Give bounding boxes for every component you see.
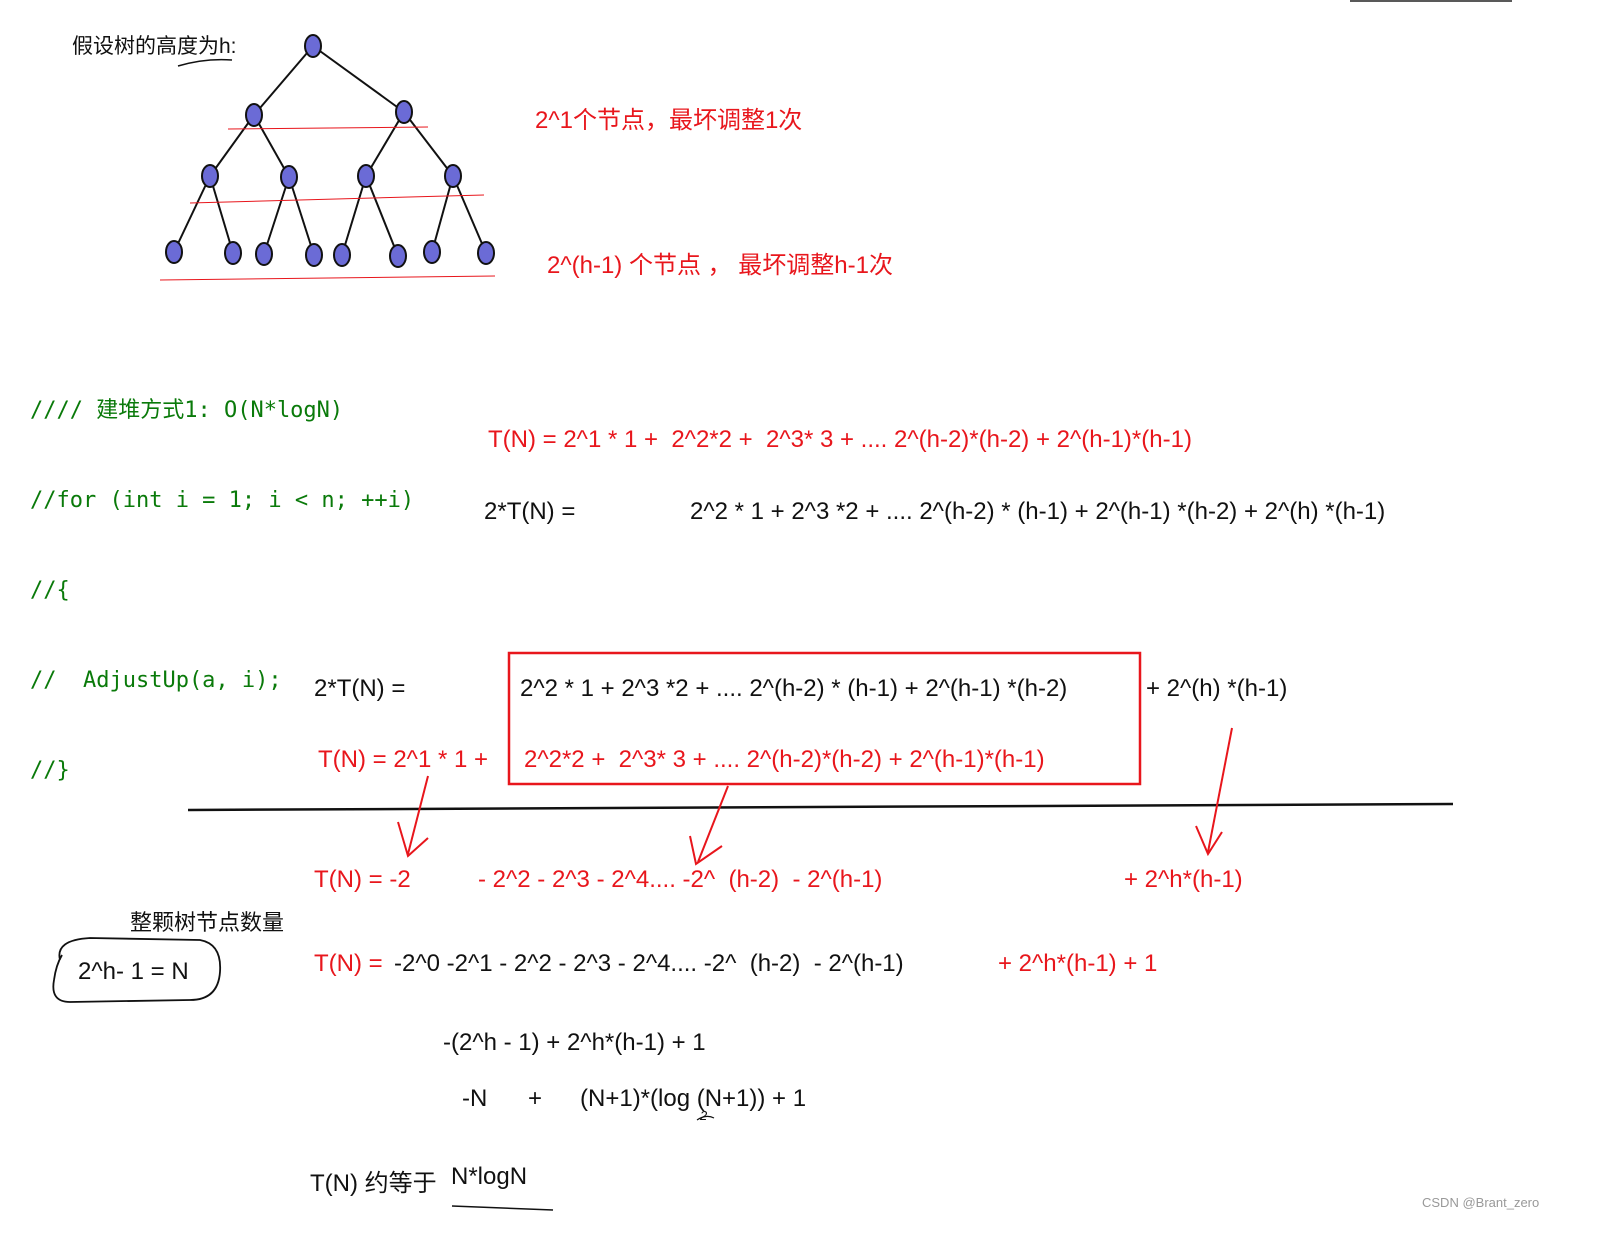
full-red-terms: + 2^h*(h-1) + 1 xyxy=(998,950,1158,977)
sub-t-boxed: 2^2*2 + 2^3* 3 + .... 2^(h-2)*(h-2) + 2^… xyxy=(524,746,1045,773)
down-arrow xyxy=(1195,727,1233,857)
tree-edge xyxy=(288,176,315,256)
sub-two-t-tail: + 2^(h) *(h-1) xyxy=(1146,675,1288,702)
code-line: // AdjustUp(a, i); xyxy=(30,668,282,693)
result-lhs: T(N) = -2 xyxy=(314,866,411,893)
tree-edge xyxy=(403,111,454,177)
two-t-n-label: 2*T(N) = xyxy=(484,498,576,525)
tree-edge xyxy=(431,175,454,253)
full-black-terms: -2^0 -2^1 - 2^2 - 2^3 - 2^4.... -2^ (h-2… xyxy=(394,950,904,977)
tree-node xyxy=(305,243,323,267)
subtraction-line xyxy=(187,802,1454,812)
conclusion-value: N*logN xyxy=(451,1163,528,1190)
code-line: //for (int i = 1; i < n; ++i) xyxy=(30,488,415,513)
code-line: //// 建堆方式1: O(N*logN) xyxy=(30,398,344,423)
tree-node xyxy=(255,242,273,266)
tree-edge xyxy=(209,114,255,177)
tree-node xyxy=(389,244,407,268)
down-arrow xyxy=(689,785,729,866)
sub-t-prefix: T(N) = 2^1 * 1 + xyxy=(318,746,488,773)
code-line: //{ xyxy=(30,578,70,603)
tree-height-title: 假设树的高度为h: xyxy=(72,35,237,58)
level-divider xyxy=(159,275,496,281)
result-middle: - 2^2 - 2^3 - 2^4.... -2^ (h-2) - 2^(h-1… xyxy=(478,866,883,893)
tree-node xyxy=(395,100,413,124)
sub-two-t-boxed: 2^2 * 1 + 2^3 *2 + .... 2^(h-2) * (h-1) … xyxy=(520,675,1068,702)
conclusion-underline xyxy=(451,1205,554,1211)
node-count-formula: 2^h- 1 = N xyxy=(78,958,189,985)
simplify-step-1: -(2^h - 1) + 2^h*(h-1) + 1 xyxy=(443,1029,706,1056)
tree-edge xyxy=(173,175,211,253)
code-line: //} xyxy=(30,758,70,783)
tree-node xyxy=(444,164,462,188)
tree-node xyxy=(333,243,351,267)
tree-node xyxy=(224,241,242,265)
highlight-box xyxy=(507,651,1142,786)
tree-node xyxy=(477,241,495,265)
simplify-step-2-neg: -N xyxy=(462,1085,488,1112)
result-right: + 2^h*(h-1) xyxy=(1124,866,1243,893)
title-underline xyxy=(177,58,233,67)
tree-edge xyxy=(452,175,487,254)
tree-edge xyxy=(365,175,399,257)
tree-node xyxy=(201,164,219,188)
code-block: //// 建堆方式1: O(N*logN) //for (int i = 1; … xyxy=(30,336,414,816)
down-arrow xyxy=(397,775,429,858)
tree-edge xyxy=(341,175,367,256)
tree-edge xyxy=(365,111,405,177)
sub-two-t-label: 2*T(N) = xyxy=(314,675,406,702)
tree-edge xyxy=(209,175,234,254)
level-one-note: 2^1个节点，最坏调整1次 xyxy=(535,107,803,134)
csdn-watermark: CSDN @Brant_zero xyxy=(1422,1195,1540,1210)
formula-circle xyxy=(52,937,222,1003)
simplify-step-2-plus: + xyxy=(528,1085,543,1112)
tree-node xyxy=(304,34,322,58)
conclusion-label: T(N) 约等于 xyxy=(310,1170,437,1197)
two-t-n-body: 2^2 * 1 + 2^3 *2 + .... 2^(h-2) * (h-1) … xyxy=(690,498,1386,525)
tree-edge xyxy=(312,45,405,113)
tree-edge xyxy=(253,114,290,178)
log-base-subscript: 2 xyxy=(700,1108,708,1123)
node-count-label: 整颗树节点数量 xyxy=(130,910,285,935)
tree-node xyxy=(357,164,375,188)
tree-edge xyxy=(253,45,314,116)
tree-node xyxy=(423,240,441,264)
level-divider xyxy=(189,194,485,204)
subscript-squiggle xyxy=(696,1115,715,1121)
tree-node xyxy=(245,103,263,127)
tree-edge xyxy=(263,176,290,255)
t-n-equation: T(N) = 2^1 * 1 + 2^2*2 + 2^3* 3 + .... 2… xyxy=(488,426,1192,453)
tree-node xyxy=(165,240,183,264)
last-level-note: 2^(h-1) 个节点 ， 最坏调整h-1次 xyxy=(547,252,893,279)
tree-node xyxy=(280,165,298,189)
level-divider xyxy=(227,126,429,130)
simplify-step-2-main: (N+1)*(log (N+1)) + 1 xyxy=(580,1085,807,1112)
full-lhs: T(N) = xyxy=(314,950,383,977)
